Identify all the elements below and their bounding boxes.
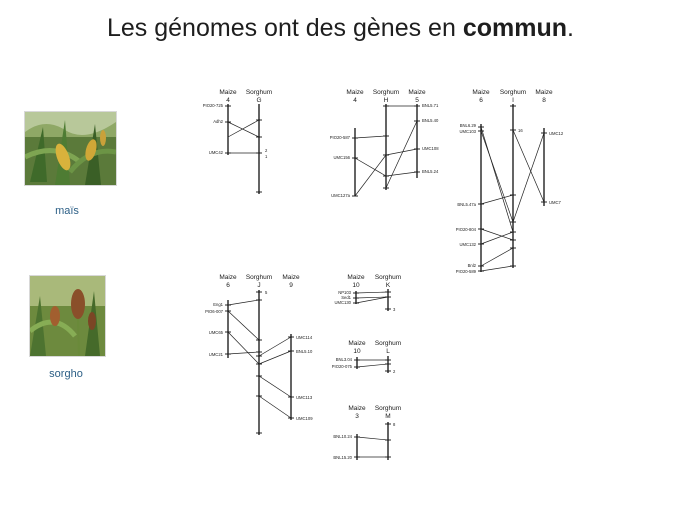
mk: BNL10.24: [333, 434, 352, 439]
hdr: Maize: [219, 89, 237, 96]
mk: BNL5.10: [296, 349, 313, 354]
hdr: 10: [352, 282, 360, 289]
mk: PIO20-804: [456, 227, 477, 232]
mk: BNL15.20: [333, 455, 352, 460]
mk: BNL5.40: [422, 118, 439, 123]
hdr: Maize: [472, 89, 490, 96]
hdr: 4: [353, 97, 357, 104]
mk: UMC42: [209, 150, 224, 155]
panel-l: Maize 10 Sorghum L BNL3.04 PIO20-075 2: [332, 340, 401, 374]
hdr: 3: [355, 413, 359, 420]
mk: UMC109: [296, 416, 313, 421]
hdr: Sorghum: [246, 89, 272, 96]
hdr: 5: [415, 97, 419, 104]
hdr: I: [512, 97, 514, 104]
hdr: 6: [479, 97, 483, 104]
hdr: Maize: [346, 89, 364, 96]
hdr: L: [386, 348, 390, 355]
mk: 8: [393, 422, 396, 427]
mk: Adh2: [213, 119, 223, 124]
mk: BNL5.71: [422, 103, 439, 108]
mk: UMC127a: [331, 193, 351, 198]
mk: PIO6-007: [205, 309, 224, 314]
mk: PIO20-725: [203, 103, 224, 108]
mk: UMC130: [334, 300, 351, 305]
mk: UMC7: [549, 200, 562, 205]
hdr: Maize: [348, 405, 366, 412]
hdr: 4: [226, 97, 230, 104]
mk: PIO20-587: [330, 135, 351, 140]
mk: UMC21: [209, 352, 224, 357]
mk: 5: [265, 290, 268, 295]
hdr: 6: [226, 282, 230, 289]
mk: UMC12: [549, 131, 564, 136]
panel-m: Maize 3 Sorghum M BNL10.24 BNL15.20 8: [333, 405, 401, 460]
hdr: Sorghum: [375, 340, 401, 347]
hdr: Sorghum: [246, 274, 272, 281]
mk: 3: [393, 307, 396, 312]
hdr: Maize: [408, 89, 426, 96]
mk: UMC156: [333, 155, 350, 160]
mk: 16: [518, 128, 523, 133]
mk: UMC132: [459, 242, 476, 247]
hdr: Sorghum: [373, 89, 399, 96]
hdr: M: [385, 413, 390, 420]
mk: UMC114: [296, 335, 313, 340]
mk: UMC108: [422, 146, 439, 151]
panel-j: Maize 6 Sorghum J Maize 9 Eng1 P: [205, 274, 313, 435]
hdr: Sorghum: [375, 274, 401, 281]
hdr: 10: [353, 348, 361, 355]
panel-k: Maize 10 Sorghum K NP103 Sed1 UMC130 3: [334, 274, 401, 312]
hdr: 8: [542, 97, 546, 104]
hdr: Maize: [347, 274, 365, 281]
mk: UMC103: [459, 129, 476, 134]
mk: 2: [393, 369, 396, 374]
mk: BNL5.47a: [457, 202, 476, 207]
hdr: 9: [289, 282, 293, 289]
hdr: H: [384, 97, 389, 104]
mk: BNL6.29: [460, 123, 477, 128]
mk: 2: [265, 148, 268, 153]
hdr: G: [256, 97, 261, 104]
mk: Eng1: [213, 302, 223, 307]
hdr: Maize: [282, 274, 300, 281]
mk: BNL5.24: [422, 169, 439, 174]
panel-h: Maize 4 Sorghum H Maize 5 PIO20-587 UMC1…: [330, 89, 439, 198]
hdr: Maize: [219, 274, 237, 281]
mk: UMC113: [296, 395, 313, 400]
panel-i: Maize 6 Sorghum I Maize 8 BNL6.: [456, 89, 564, 274]
hdr: Sorghum: [500, 89, 526, 96]
mk: BNL3.04: [336, 357, 353, 362]
mk: UMC65: [209, 330, 224, 335]
hdr: Maize: [535, 89, 553, 96]
panel-g: Maize 4 Sorghum G PIO20-725 Adh2 UMC42 2…: [203, 89, 272, 194]
hdr: Sorghum: [375, 405, 401, 412]
hdr: Maize: [348, 340, 366, 347]
mk: PIO20-589: [456, 269, 477, 274]
hdr: J: [257, 282, 260, 289]
hdr: K: [386, 282, 391, 289]
mk: PIO20-075: [332, 364, 353, 369]
mk: 1: [265, 154, 268, 159]
mk: Bnl2: [468, 263, 477, 268]
